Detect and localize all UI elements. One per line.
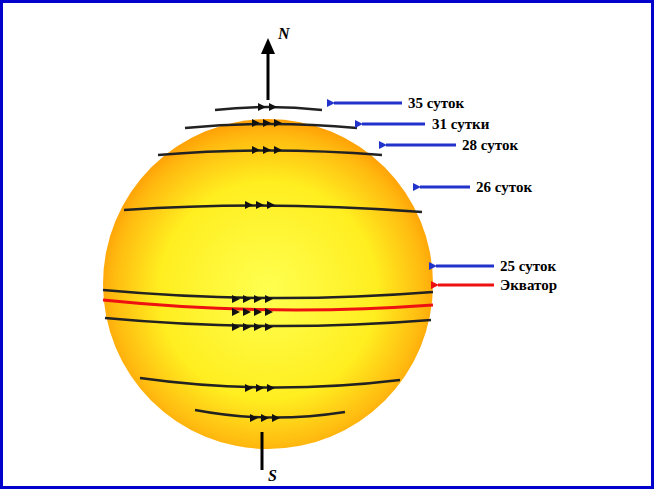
rotation-arrowhead (263, 119, 271, 127)
rotation-arrowhead (265, 308, 273, 316)
rotation-arrowhead (245, 201, 253, 209)
rotation-arrowhead (243, 308, 251, 316)
rotation-arrowhead (254, 295, 262, 303)
rotation-arrowhead (258, 103, 266, 111)
rotation-arrowhead (261, 414, 269, 422)
rotation-arrowhead (269, 103, 277, 111)
rotation-arrowhead (243, 323, 251, 331)
rotation-arrowhead (256, 201, 264, 209)
rotation-arrowhead (232, 308, 240, 316)
period-label: 35 суток (408, 96, 464, 111)
rotation-arrowhead (252, 119, 260, 127)
rotation-arrowhead (254, 323, 262, 331)
rotation-arrowhead (263, 146, 271, 154)
pole-label: N (278, 26, 290, 42)
period-label: 25 суток (500, 259, 556, 274)
rotation-arrowhead (232, 295, 240, 303)
rotation-arrowhead (265, 295, 273, 303)
rotation-arrowhead (267, 384, 275, 392)
equator-label: Экватор (500, 278, 557, 293)
period-label: 28 суток (462, 138, 518, 153)
rotation-arrowhead (256, 384, 264, 392)
pole-label: S (268, 468, 277, 484)
rotation-arrowhead (243, 295, 251, 303)
rotation-arrowhead (252, 146, 260, 154)
rotation-arrowhead (272, 414, 280, 422)
rotation-arrowhead (232, 323, 240, 331)
rotation-arrowhead (250, 414, 258, 422)
period-label: 31 сутки (432, 117, 489, 132)
rotation-arrowhead (254, 308, 262, 316)
rotation-arrowhead (265, 323, 273, 331)
rotation-arrowhead (267, 201, 275, 209)
rotation-arrowhead (274, 119, 282, 127)
rotation-arrowhead (274, 146, 282, 154)
rotation-arrowhead (245, 384, 253, 392)
period-label: 26 суток (476, 180, 532, 195)
